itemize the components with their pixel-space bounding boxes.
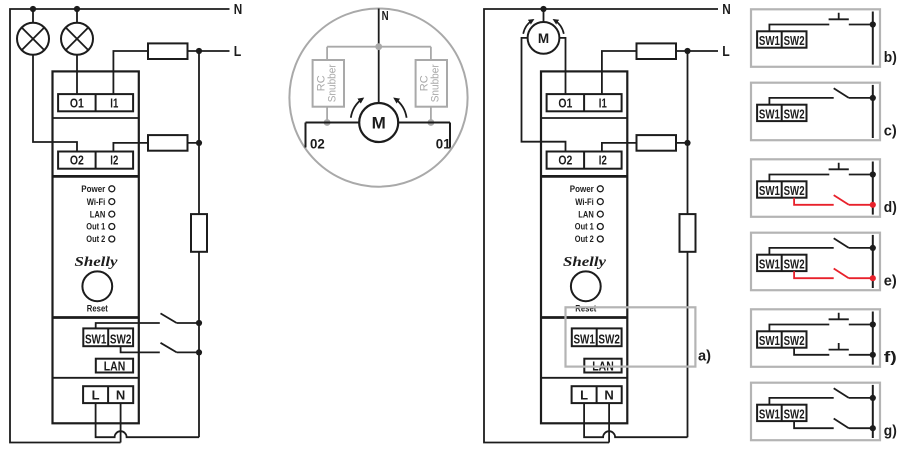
svg-text:M: M	[372, 114, 386, 133]
svg-text:M: M	[538, 31, 549, 46]
svg-text:02: 02	[310, 136, 325, 152]
svg-text:a): a)	[698, 349, 711, 365]
svg-text:SW1: SW1	[759, 34, 780, 48]
svg-text:g): g)	[884, 424, 897, 440]
svg-text:Snubber: Snubber	[326, 64, 338, 102]
svg-text:01: 01	[436, 136, 451, 152]
svg-text:Snubber: Snubber	[429, 64, 441, 102]
svg-text:SW1: SW1	[759, 408, 780, 422]
svg-text:c): c)	[884, 124, 897, 140]
svg-text:f): f)	[884, 350, 897, 366]
svg-text:SW2: SW2	[784, 108, 805, 122]
svg-text:e): e)	[884, 274, 897, 290]
svg-text:RC: RC	[418, 75, 430, 91]
svg-text:SW1: SW1	[759, 258, 780, 272]
svg-text:b): b)	[884, 50, 897, 66]
svg-text:SW1: SW1	[759, 334, 780, 348]
svg-text:SW2: SW2	[784, 408, 805, 422]
svg-text:d): d)	[884, 200, 897, 216]
svg-text:SW2: SW2	[784, 334, 805, 348]
svg-text:SW1: SW1	[759, 184, 780, 198]
svg-text:SW2: SW2	[784, 258, 805, 272]
svg-text:N: N	[382, 8, 389, 23]
svg-text:SW2: SW2	[784, 184, 805, 198]
svg-text:RC: RC	[315, 75, 327, 91]
svg-text:SW1: SW1	[759, 108, 780, 122]
svg-text:SW2: SW2	[784, 34, 805, 48]
